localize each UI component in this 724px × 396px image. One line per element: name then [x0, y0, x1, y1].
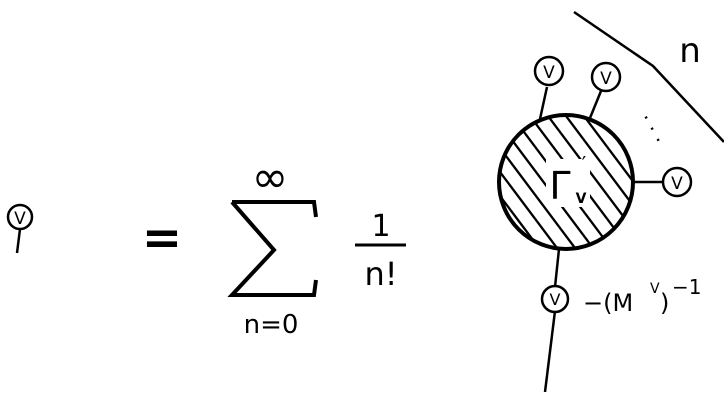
sigma-symbol — [227, 200, 318, 297]
blob-legs — [538, 86, 664, 393]
gamma-label-backing — [546, 159, 590, 207]
propagator-label: −(M V ) −1 — [583, 275, 701, 317]
gamma-prime: ′ — [582, 152, 587, 176]
lhs-vertex: V — [6, 203, 34, 254]
svg-text:V: V — [671, 174, 683, 194]
svg-text:V: V — [600, 69, 612, 89]
n-label: n — [679, 31, 701, 71]
ellipsis-dots: · · · — [634, 109, 670, 148]
gamma-subscript: V — [576, 191, 587, 207]
gamma-label: Γ — [549, 164, 570, 208]
propagator-close: ) — [660, 289, 669, 317]
propagator-sup: V — [650, 281, 660, 297]
external-vertex-1: V — [533, 55, 565, 87]
external-vertex-2: V — [590, 61, 622, 93]
fraction-denominator: n! — [364, 255, 397, 293]
sum-lower-limit: n=0 — [244, 310, 299, 340]
sum-upper-limit: ∞ — [252, 152, 289, 203]
n-brace — [573, 10, 724, 143]
propagator-exponent: −1 — [672, 275, 701, 299]
external-vertex-3: V — [661, 166, 693, 198]
svg-text:V: V — [550, 290, 561, 309]
gamma-blob: Γ ′ V — [497, 113, 635, 251]
equals-sign: = — [142, 210, 182, 266]
svg-text:V: V — [543, 63, 555, 83]
lhs-vertex-label: V — [14, 209, 26, 229]
propagator-base: −(M — [583, 289, 633, 317]
summation: ∞ n=0 — [227, 152, 318, 340]
lhs-vertex-leg — [15, 228, 22, 254]
fraction-numerator: 1 — [371, 209, 390, 244]
fraction: 1 n! — [355, 209, 406, 293]
external-vertex-bottom: V — [540, 284, 570, 314]
